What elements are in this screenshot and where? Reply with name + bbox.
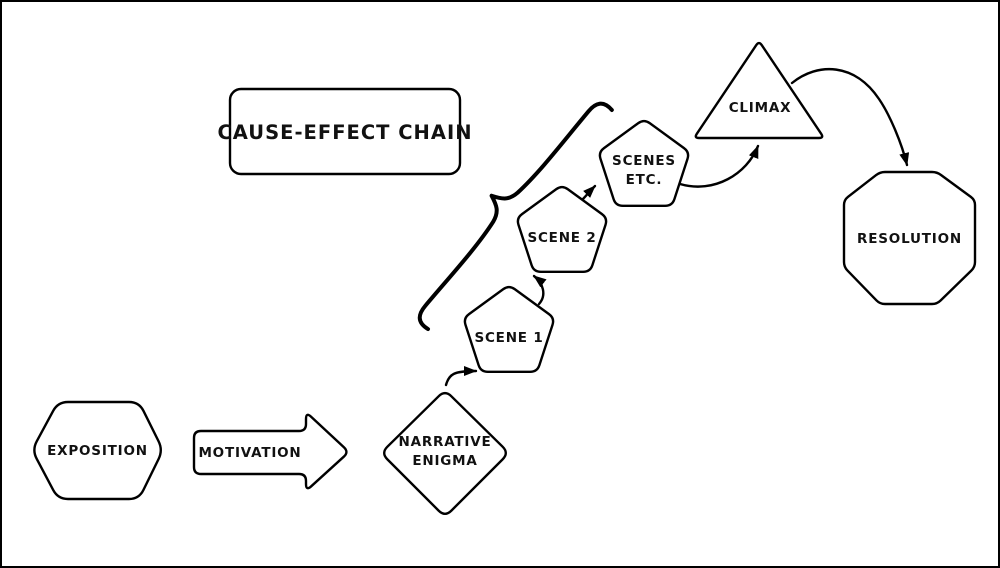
scene1-pentagon: [463, 285, 555, 373]
scene1-label: SCENE 1: [474, 330, 543, 346]
scenes-etc-label-line2: ETC.: [626, 172, 663, 188]
climax-triangle: [694, 41, 824, 140]
resolution-octagon: [842, 170, 977, 306]
motivation-label: MOTIVATION: [198, 445, 301, 461]
arrow-scene1-to-scene2: [532, 274, 547, 306]
motivation-arrow-shape: [192, 413, 348, 490]
narrative-enigma-label-line2: ENIGMA: [412, 453, 477, 469]
arrow-enigma-to-scene1: [444, 366, 478, 387]
scenes-etc-pentagon: [598, 119, 690, 207]
arrow-climax-to-resolution: [790, 68, 910, 167]
narrative-enigma-label-line1: NARRATIVE: [398, 434, 491, 450]
exposition-hexagon: [33, 400, 162, 501]
climax-label: CLIMAX: [729, 100, 792, 116]
narrative-enigma-diamond: [383, 391, 507, 515]
arrow-scenesetc-to-climax: [678, 144, 760, 188]
exposition-label: EXPOSITION: [47, 443, 148, 459]
scene2-label: SCENE 2: [527, 230, 596, 246]
cause-effect-chain-box: [228, 87, 462, 176]
scenes-etc-label-line1: SCENES: [612, 153, 676, 169]
resolution-label: RESOLUTION: [857, 231, 962, 247]
scene2-pentagon: [516, 185, 608, 273]
curly-brace: [417, 101, 614, 332]
cause-effect-chain-label: CAUSE-EFFECT CHAIN: [217, 121, 472, 144]
